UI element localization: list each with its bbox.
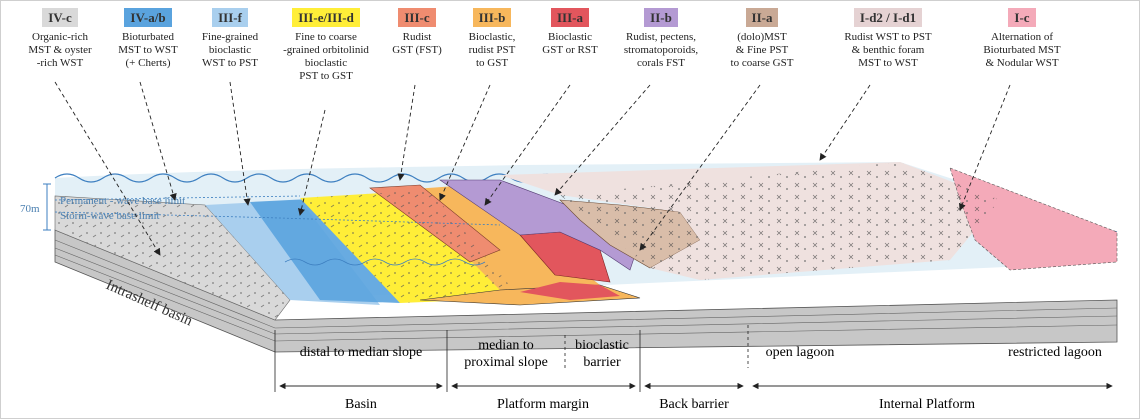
facies-iii-b: III-b Bioclastic, rudist PST to GST: [452, 8, 532, 70]
desc-line: to GST: [475, 57, 509, 69]
facies-code: III-a: [550, 8, 589, 27]
desc-line: MST to WST: [858, 57, 918, 69]
desc-line: Rudist WST to PST: [844, 31, 932, 43]
permanent-wave-base-line: [54, 195, 301, 201]
leader-lines: [54, 81, 1011, 256]
desc-line: Organic-rich: [32, 31, 88, 43]
storm-wave-base-line: [54, 211, 501, 226]
desc-line: PST to GST: [299, 70, 353, 82]
facies-desc: Alternation of Bioturbated MST & Nodular…: [962, 31, 1082, 70]
facies-desc: Fine to coarse -grained orbitolinid bioc…: [270, 31, 382, 83]
facies-desc: (dolo)MST & Fine PST to coarse GST: [714, 31, 810, 70]
zone-iv-ab: [250, 198, 400, 303]
zone-internal-platform: Internal Platform: [879, 397, 975, 412]
zone-median-proximal-2: proximal slope: [464, 355, 548, 370]
desc-line: Rudist: [402, 31, 432, 43]
zone-restricted-lagoon: restricted lagoon: [1008, 345, 1102, 360]
desc-line: (+ Cherts): [125, 57, 171, 69]
desc-line: GST (FST): [392, 44, 442, 56]
facies-desc: Fine-grained bioclastic WST to PST: [190, 31, 270, 70]
desc-line: MST to WST: [118, 44, 178, 56]
permanent-wave-label: Permanent - wave base limit: [60, 195, 185, 207]
facies-ii-b: II-b Rudist, pectens, stromatoporoids, c…: [608, 8, 714, 70]
depth-label: 70m: [20, 203, 40, 215]
desc-line: -grained orbitolinid: [283, 44, 369, 56]
facies-code: I-c: [1008, 8, 1036, 27]
texture-overlay-basin: [55, 196, 290, 320]
facies-code: II-b: [644, 8, 678, 27]
facies-iii-c: III-c Rudist GST (FST): [382, 8, 452, 57]
texture-overlay-margin: [300, 190, 520, 303]
zone-median-proximal-1: median to: [478, 338, 534, 353]
desc-line: to coarse GST: [730, 57, 794, 69]
desc-line: Bioturbated MST: [983, 44, 1061, 56]
desc-line: & Fine PST: [735, 44, 789, 56]
facies-desc: Bioclastic, rudist PST to GST: [452, 31, 532, 70]
facies-code: III-e/III-d: [292, 8, 360, 27]
facies-code: IV-c: [42, 8, 78, 27]
facies-desc: Organic-rich MST & oyster -rich WST: [14, 31, 106, 70]
facies-code: IV-a/b: [124, 8, 172, 27]
zone-open-lagoon: open lagoon: [766, 345, 835, 360]
facies-iii-e-iii-d: III-e/III-d Fine to coarse -grained orbi…: [270, 8, 382, 83]
facies-i-c: I-c Alternation of Bioturbated MST & Nod…: [962, 8, 1082, 70]
desc-line: corals FST: [637, 57, 685, 69]
desc-line: Bioclastic,: [468, 31, 516, 43]
texture-overlay-platform: [560, 162, 1000, 280]
zone-distal-slope: distal to median slope: [300, 345, 422, 360]
desc-line: MST & oyster: [28, 44, 92, 56]
desc-line: Fine-grained: [201, 31, 259, 43]
desc-line: stromatoporoids,: [623, 44, 699, 56]
facies-code: III-c: [398, 8, 436, 27]
depth-scale-bar: [43, 183, 51, 231]
zone-scale: [274, 325, 1113, 392]
desc-line: Alternation of: [990, 31, 1053, 43]
facies-code: III-f: [212, 8, 248, 27]
wavy-transgression-line: [284, 258, 486, 266]
facies-iii-f: III-f Fine-grained bioclastic WST to PST: [190, 8, 270, 70]
facies-ii-a: II-a (dolo)MST & Fine PST to coarse GST: [714, 8, 810, 70]
facies-desc: Rudist, pectens, stromatoporoids, corals…: [608, 31, 714, 70]
zone-bioclastic-barrier-2: barrier: [583, 355, 621, 370]
desc-line: Fine to coarse: [295, 31, 357, 43]
facies-code: II-a: [745, 8, 779, 27]
desc-line: rudist PST: [468, 44, 516, 56]
zone-i-c: [949, 167, 1118, 271]
zone-basin: Basin: [345, 397, 377, 412]
zone-back-barrier: Back barrier: [659, 397, 729, 412]
facies-desc: Rudist WST to PST & benthic foram MST to…: [818, 31, 958, 70]
zone-bioclastic-barrier-1: bioclastic: [575, 338, 629, 353]
facies-desc: Bioclastic GST or RST: [532, 31, 608, 57]
facies-code: I-d2 / I-d1: [853, 8, 923, 27]
desc-line: bioclastic: [208, 44, 252, 56]
facies-desc: Rudist GST (FST): [382, 31, 452, 57]
facies-iv-c: IV-c Organic-rich MST & oyster -rich WST: [14, 8, 106, 70]
facies-iv-a-b: IV-a/b Bioturbated MST to WST (+ Cherts): [106, 8, 190, 70]
desc-line: WST to PST: [201, 57, 259, 69]
desc-line: (dolo)MST: [737, 31, 787, 43]
desc-line: GST or RST: [542, 44, 598, 56]
desc-line: Bioclastic: [548, 31, 592, 43]
desc-line: bioclastic: [304, 57, 348, 69]
desc-line: Bioturbated: [122, 31, 174, 43]
facies-code: III-b: [472, 8, 512, 27]
desc-line: & benthic foram: [851, 44, 925, 56]
front-facies-red: [520, 282, 620, 300]
facies-desc: Bioturbated MST to WST (+ Cherts): [106, 31, 190, 70]
storm-wave-label: Storm-wave base limit: [60, 210, 160, 222]
facies-iii-a: III-a Bioclastic GST or RST: [532, 8, 608, 57]
desc-line: -rich WST: [36, 57, 84, 69]
zone-platform-margin: Platform margin: [497, 397, 589, 412]
desc-line: & Nodular WST: [985, 57, 1059, 69]
facies-i-d2-i-d1: I-d2 / I-d1 Rudist WST to PST & benthic …: [818, 8, 958, 70]
desc-line: Rudist, pectens,: [626, 31, 696, 43]
